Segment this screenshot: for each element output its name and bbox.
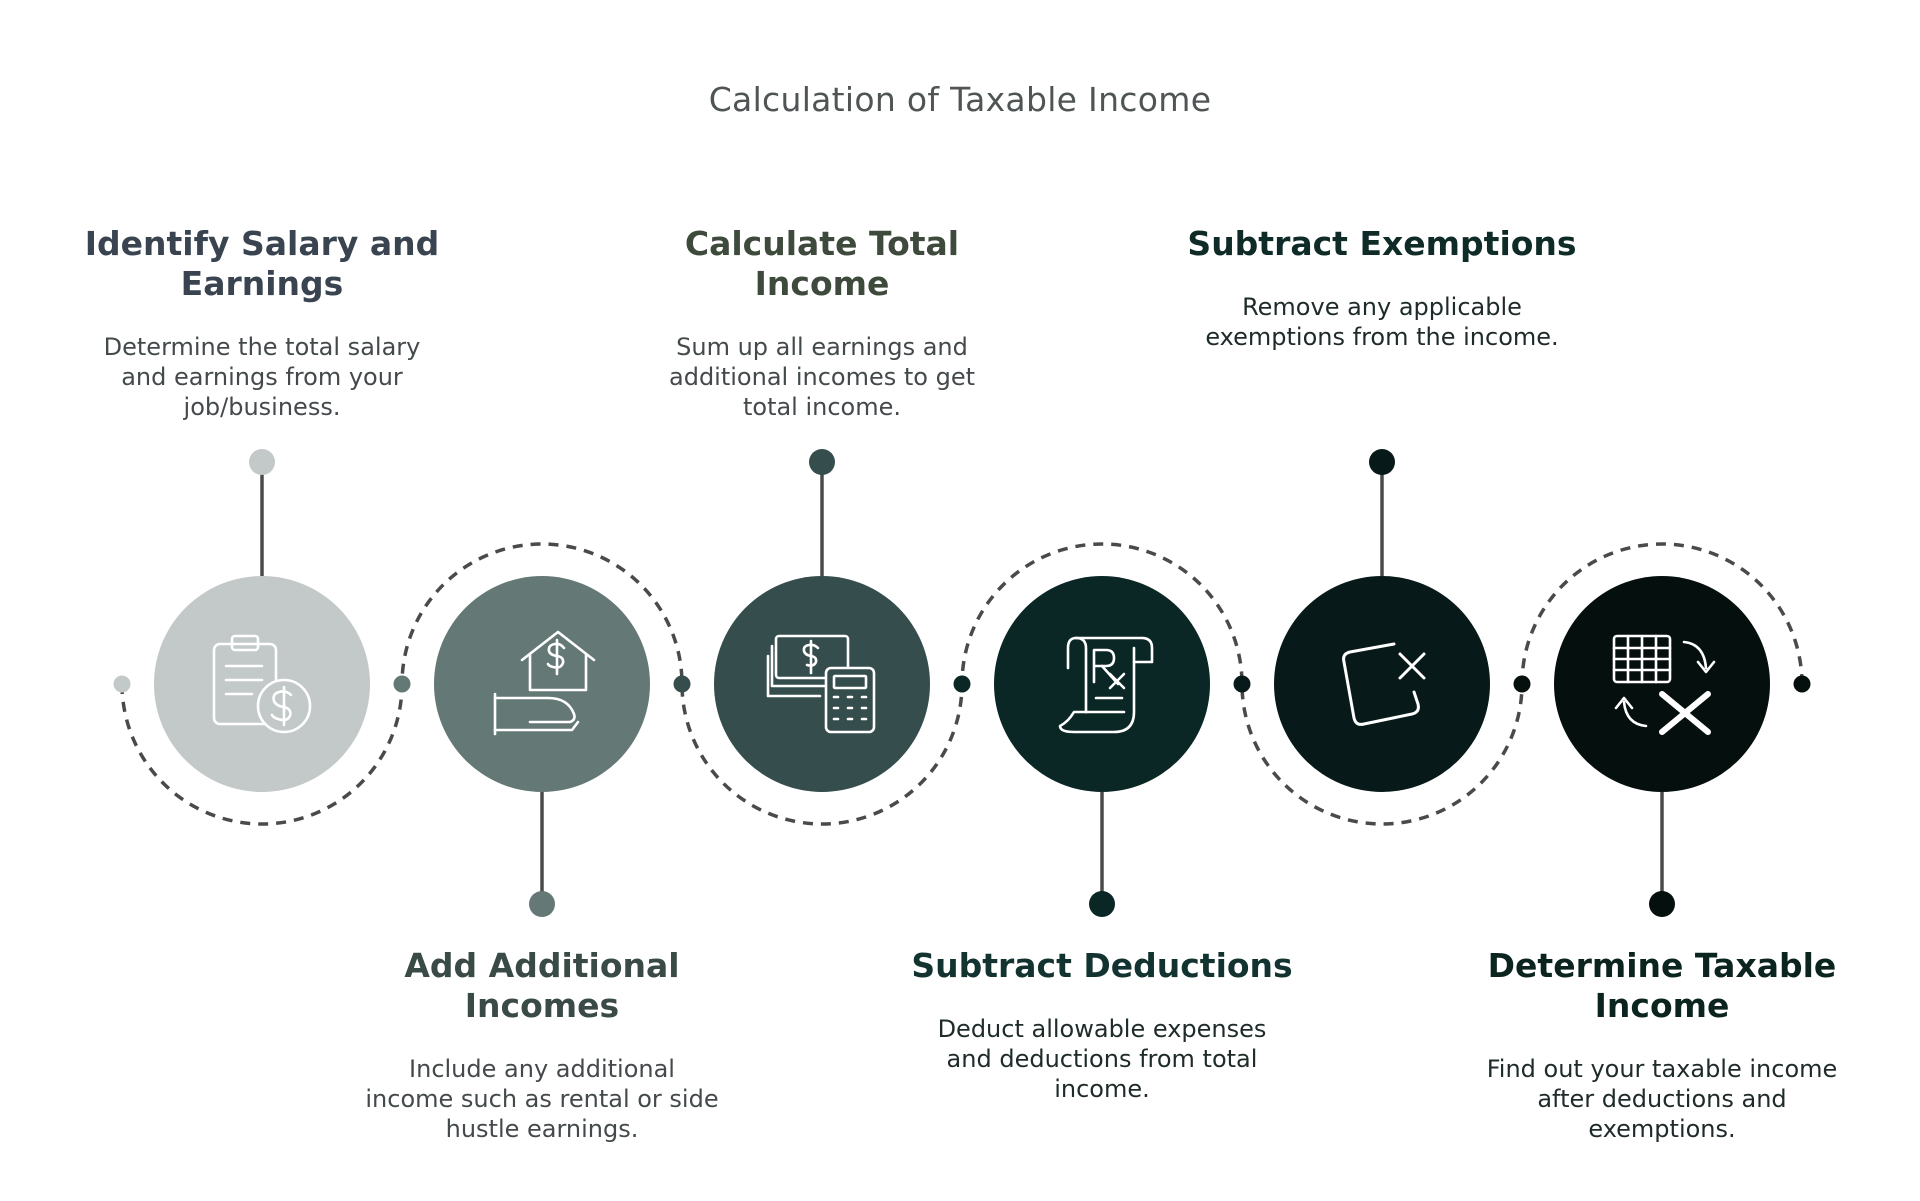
house-hand-dollar-icon xyxy=(493,630,596,736)
step-circle-3 xyxy=(714,576,930,792)
path-joint-dots xyxy=(113,675,1811,693)
step-2-heading: Add Additional Incomes xyxy=(404,946,680,1025)
step-circle-6 xyxy=(1554,576,1770,792)
step-circle-5 xyxy=(1274,576,1490,792)
path-dot xyxy=(113,675,131,693)
connector-dot xyxy=(249,449,275,475)
step-3-text: Calculate Total Income Sum up all earnin… xyxy=(622,224,1022,422)
path-dot xyxy=(1793,675,1811,693)
square-remove-icon xyxy=(1342,642,1426,726)
step-6-heading: Determine Taxable Income xyxy=(1487,946,1837,1025)
path-dot xyxy=(673,675,691,693)
receipt-rx-icon xyxy=(1058,636,1154,734)
path-dot xyxy=(953,675,971,693)
clipboard-dollar-icon xyxy=(212,634,312,734)
step-5-description: Remove any applicable exemptions from th… xyxy=(1205,293,1559,351)
step-6-text: Determine Taxable Income Find out your t… xyxy=(1462,946,1862,1144)
step-5-text: Subtract Exemptions Remove any applicabl… xyxy=(1182,224,1582,352)
step-4-description: Deduct allowable expenses and deductions… xyxy=(937,1015,1267,1103)
connector-dot xyxy=(529,891,555,917)
step-1-description: Determine the total salary and earnings … xyxy=(103,333,421,421)
step-circle-2 xyxy=(434,576,650,792)
path-dot xyxy=(1513,675,1531,693)
step-connectors xyxy=(249,449,1675,917)
step-6-description: Find out your taxable income after deduc… xyxy=(1486,1055,1838,1143)
step-3-heading: Calculate Total Income xyxy=(684,224,960,303)
page-title: Calculation of Taxable Income xyxy=(708,80,1212,119)
step-circles xyxy=(154,576,1770,792)
step-4-text: Subtract Deductions Deduct allowable exp… xyxy=(902,946,1302,1104)
path-dot xyxy=(1233,675,1251,693)
path-dot xyxy=(393,675,411,693)
connector-dot xyxy=(1089,891,1115,917)
step-2-description: Include any additional income such as re… xyxy=(365,1055,719,1143)
step-1-text: Identify Salary and Earnings Determine t… xyxy=(62,224,462,422)
connector-dot xyxy=(1369,449,1395,475)
step-3-description: Sum up all earnings and additional incom… xyxy=(669,333,975,421)
step-1-heading: Identify Salary and Earnings xyxy=(84,224,440,303)
step-4-heading: Subtract Deductions xyxy=(911,946,1293,985)
connector-dot xyxy=(809,449,835,475)
step-2-text: Add Additional Incomes Include any addit… xyxy=(342,946,742,1144)
money-calculator-icon xyxy=(766,634,876,734)
step-circle-1 xyxy=(154,576,370,792)
step-circle-4 xyxy=(994,576,1210,792)
step-5-heading: Subtract Exemptions xyxy=(1187,224,1577,263)
spreadsheet-convert-icon xyxy=(1612,634,1716,735)
connector-dot xyxy=(1649,891,1675,917)
